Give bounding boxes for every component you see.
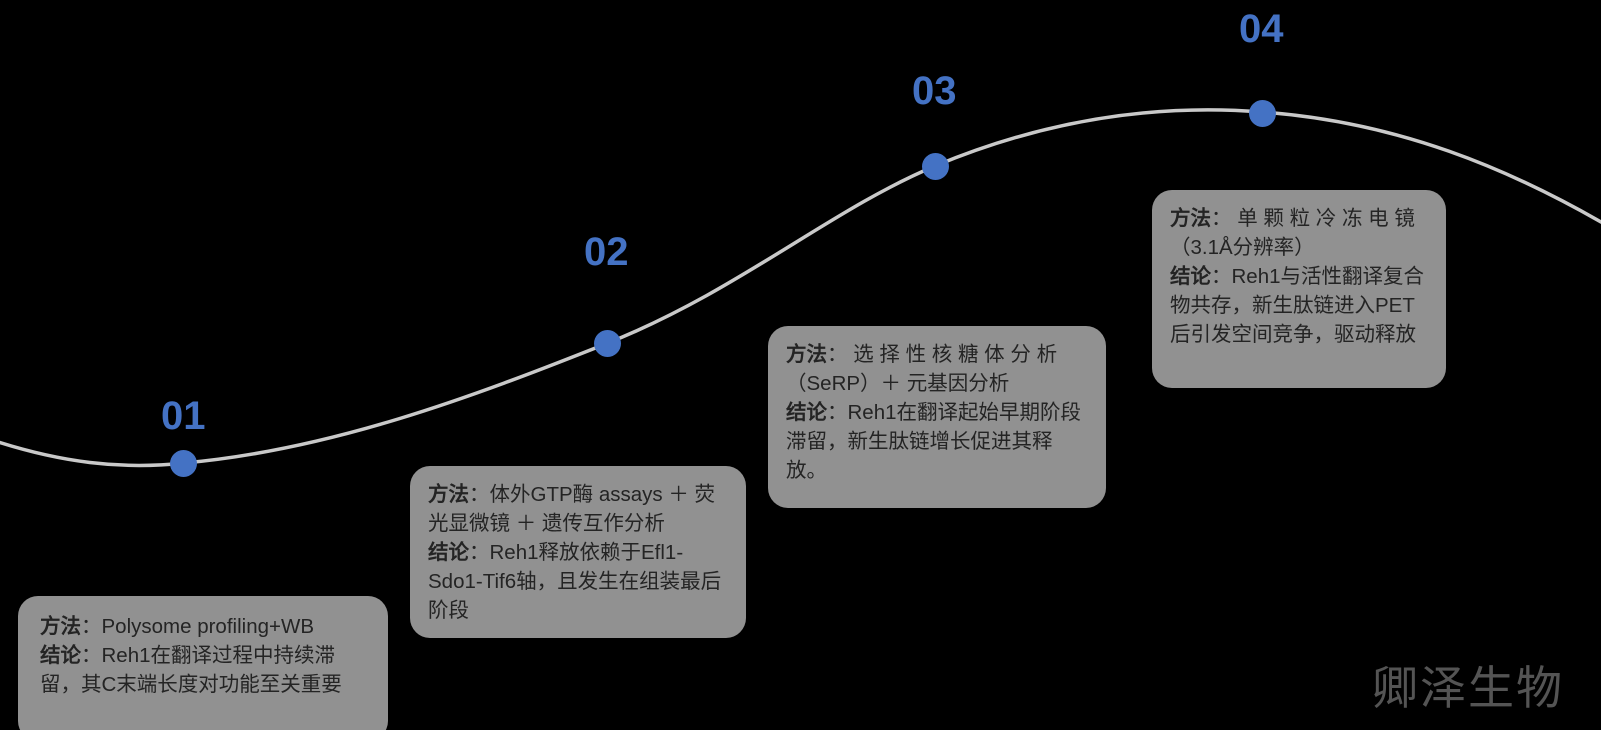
info-card-01[interactable]: 方法：Polysome profiling+WB 结论：Reh1在翻译过程中持续… (18, 596, 388, 730)
card-03-method-text: ： 选 择 性 核 糖 体 分 析 （SeRP）＋ 元基因分析 (786, 343, 1058, 396)
card-02-method-label: 方法 (428, 483, 469, 506)
timeline-dot-03[interactable] (922, 153, 949, 180)
card-04-conclusion: 结论：Reh1与活性翻译复合物共存，新生肽链进入PET后引发空间竞争，驱动释放 (1170, 262, 1434, 349)
card-03-method-label: 方法 (786, 343, 827, 366)
timeline-dot-04[interactable] (1249, 100, 1276, 127)
card-04-method: 方法： 单 颗 粒 冷 冻 电 镜 （3.1Å分辨率） (1170, 204, 1434, 262)
card-04-conclusion-text: ：Reh1与活性翻译复合物共存，新生肽链进入PET后引发空间竞争，驱动释放 (1170, 265, 1425, 347)
card-04-method-text: ： 单 颗 粒 冷 冻 电 镜 （3.1Å分辨率） (1170, 207, 1415, 260)
card-03-method: 方法： 选 择 性 核 糖 体 分 析 （SeRP）＋ 元基因分析 (786, 340, 1092, 398)
card-04-method-label: 方法 (1170, 207, 1211, 230)
timeline-dot-01[interactable] (170, 450, 197, 477)
card-02-conclusion-label: 结论 (428, 541, 469, 565)
info-card-03[interactable]: 方法： 选 择 性 核 糖 体 分 析 （SeRP）＋ 元基因分析 结论：Reh… (768, 326, 1106, 508)
info-card-04[interactable]: 方法： 单 颗 粒 冷 冻 电 镜 （3.1Å分辨率） 结论：Reh1与活性翻译… (1152, 190, 1446, 388)
card-01-method-label: 方法 (40, 615, 81, 638)
timeline-number-01: 01 (161, 394, 206, 438)
card-01-conclusion-text: ：Reh1在翻译过程中持续滞留，其C末端长度对功能至关重要 (40, 644, 342, 697)
timeline-number-04: 04 (1239, 7, 1284, 51)
watermark-text: 卿泽生物 (1372, 663, 1564, 714)
card-03-conclusion: 结论：Reh1在翻译起始早期阶段滞留，新生肽链增长促进其释放。 (786, 398, 1092, 485)
card-02-conclusion: 结论：Reh1释放依赖于Efl1-Sdo1-Tif6轴，且发生在组装最后阶段 (428, 538, 730, 625)
card-02-method: 方法：体外GTP酶 assays ＋ 荧光显微镜 ＋ 遗传互作分析 (428, 480, 730, 538)
card-01-method-text: ：Polysome profiling+WB (81, 615, 314, 638)
card-03-conclusion-text: ：Reh1在翻译起始早期阶段滞留，新生肽链增长促进其释放。 (786, 401, 1082, 483)
timeline-dot-02[interactable] (594, 330, 621, 357)
timeline-number-03: 03 (912, 69, 957, 113)
card-03-conclusion-label: 结论 (786, 401, 827, 425)
card-01-conclusion: 结论：Reh1在翻译过程中持续滞留，其C末端长度对功能至关重要 (40, 641, 370, 699)
card-02-conclusion-text: ：Reh1释放依赖于Efl1-Sdo1-Tif6轴，且发生在组装最后阶段 (428, 541, 722, 623)
info-card-02[interactable]: 方法：体外GTP酶 assays ＋ 荧光显微镜 ＋ 遗传互作分析 结论：Reh… (410, 466, 746, 638)
timeline-number-02: 02 (584, 230, 629, 274)
card-01-method: 方法：Polysome profiling+WB (40, 612, 370, 641)
card-02-method-text: ：体外GTP酶 assays ＋ 荧光显微镜 ＋ 遗传互作分析 (428, 483, 716, 536)
card-04-conclusion-label: 结论 (1170, 265, 1211, 289)
card-01-conclusion-label: 结论 (40, 644, 81, 668)
